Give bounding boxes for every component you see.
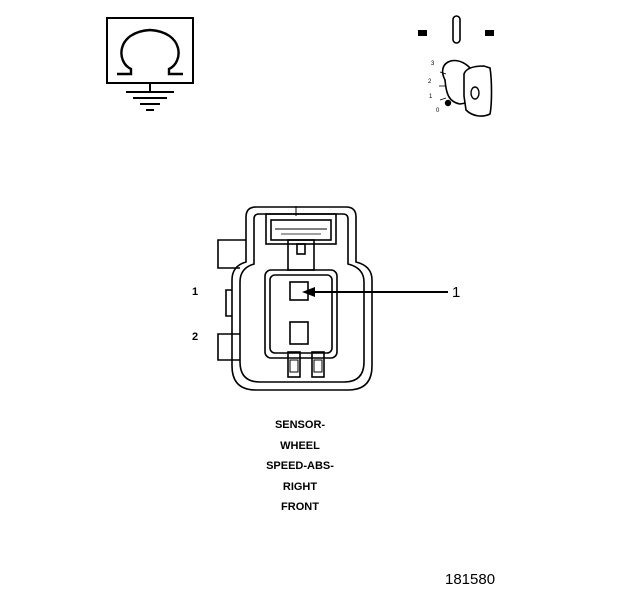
ignition-position-2: 2: [428, 79, 432, 85]
caption-line: SENSOR-: [274, 419, 326, 431]
ignition-position-1: 1: [429, 94, 433, 100]
ignition-key-icon: [418, 15, 494, 117]
caption-line: WHEEL: [280, 439, 320, 452]
caption-line: RIGHT: [282, 480, 318, 493]
connector-face: [217, 206, 373, 391]
ignition-position-3: 3: [431, 61, 435, 67]
caption-line: FRONT: [281, 501, 319, 513]
figure-number: 181580: [445, 571, 496, 588]
pin-label-2: 2: [192, 331, 199, 343]
pin-label-1: 1: [192, 286, 199, 298]
ground-ohm-icon: [106, 17, 194, 111]
pin-2-cavity: [289, 321, 309, 345]
ignition-position-0: 0: [436, 108, 440, 114]
caption-line: SPEED-ABS-: [266, 460, 334, 472]
callout-label: 1: [452, 284, 461, 301]
component-caption: SENSOR- WHEEL SPEED-ABS- RIGHT FRONT: [230, 415, 370, 518]
callout-arrow: [302, 287, 448, 297]
